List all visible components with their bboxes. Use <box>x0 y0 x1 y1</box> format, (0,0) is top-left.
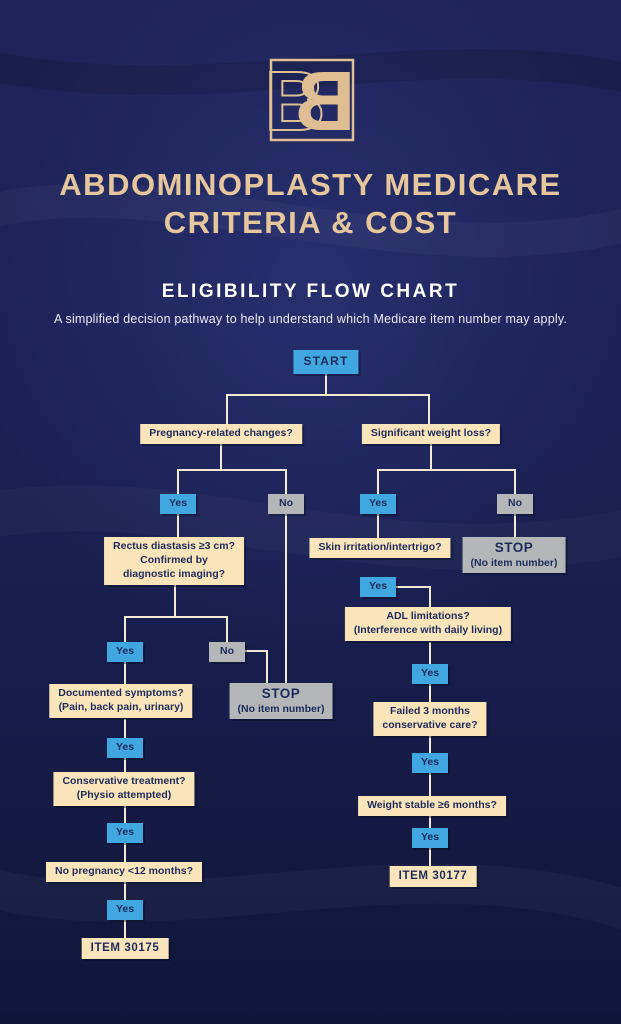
question-weight-loss: Significant weight loss? <box>361 424 501 444</box>
connector-line <box>266 650 268 683</box>
question-pregnancy-changes: Pregnancy-related changes? <box>140 424 302 444</box>
connector-line <box>429 586 431 607</box>
label-no-weight-loss: No <box>497 494 533 514</box>
label-no-rectus: No <box>209 642 245 662</box>
label-yes-failed-care: Yes <box>412 753 448 773</box>
connector-line <box>124 842 126 862</box>
stop-subtitle: (No item number) <box>237 702 325 715</box>
label-yes-rectus: Yes <box>107 642 143 662</box>
connector-line <box>514 513 516 537</box>
connector-line <box>429 683 431 702</box>
connector-line <box>377 513 379 538</box>
label-yes-weight-stable: Yes <box>412 828 448 848</box>
section-description: A simplified decision pathway to help un… <box>53 312 568 326</box>
connector-line <box>325 370 327 395</box>
svg-text:B: B <box>295 54 356 146</box>
question-conservative-treatment: Conservative treatment? (Physio attempte… <box>53 772 195 806</box>
page-title: ABDOMINOPLASTY MEDICARE CRITERIA & COST <box>0 166 621 242</box>
connector-line <box>377 469 379 494</box>
connector-line <box>226 394 430 396</box>
connector-line <box>124 805 126 823</box>
question-documented-symptoms: Documented symptoms? (Pain, back pain, u… <box>49 684 193 718</box>
svg-text:B: B <box>265 54 326 146</box>
connector-line <box>244 650 268 652</box>
page-title-line1: ABDOMINOPLASTY MEDICARE <box>59 167 562 202</box>
connector-line <box>429 642 431 664</box>
label-yes-symptoms: Yes <box>107 738 143 758</box>
label-yes-conservative: Yes <box>107 823 143 843</box>
start-node: START <box>293 350 359 374</box>
clinic-logo-bb-monogram-icon: B B <box>259 53 363 149</box>
connector-line <box>177 469 179 494</box>
connector-line <box>429 847 431 866</box>
label-yes-weight-loss: Yes <box>360 494 396 514</box>
connector-line <box>220 442 222 470</box>
stop-node-left: STOP (No item number) <box>229 683 333 719</box>
label-yes-pregnancy: Yes <box>160 494 196 514</box>
question-adl-limitations: ADL limitations? (Interference with dail… <box>344 607 512 641</box>
connector-line <box>226 616 228 642</box>
question-failed-conservative-care: Failed 3 months conservative care? <box>373 702 487 736</box>
label-yes-skin: Yes <box>360 577 396 597</box>
outcome-item-30175: ITEM 30175 <box>81 938 169 960</box>
connector-line <box>429 814 431 828</box>
connector-line <box>430 442 432 470</box>
page-title-line2: CRITERIA & COST <box>163 204 458 240</box>
connector-line <box>377 469 516 471</box>
connector-line <box>177 513 179 537</box>
connector-line <box>226 394 228 424</box>
connector-line <box>428 394 430 424</box>
question-weight-stable: Weight stable ≥6 months? <box>358 796 506 816</box>
label-no-pregnancy: No <box>268 494 304 514</box>
connector-line <box>395 586 431 588</box>
question-skin-irritation: Skin irritation/intertrigo? <box>309 538 451 558</box>
connector-line <box>124 616 226 618</box>
outcome-item-30177: ITEM 30177 <box>389 866 477 888</box>
stop-node-right: STOP (No item number) <box>462 537 566 573</box>
connector-line <box>124 919 126 938</box>
section-subtitle: ELIGIBILITY FLOW CHART <box>161 281 460 302</box>
connector-line <box>429 733 431 753</box>
connector-line <box>514 469 516 494</box>
connector-line <box>124 881 126 900</box>
label-yes-adl: Yes <box>412 664 448 684</box>
connector-line <box>124 616 126 642</box>
connector-line <box>285 513 287 683</box>
label-yes-no-pregnancy: Yes <box>107 900 143 920</box>
connector-line <box>124 757 126 772</box>
connector-line <box>174 583 176 617</box>
stop-title: STOP <box>494 540 534 555</box>
connector-line <box>177 469 287 471</box>
question-no-pregnancy-12-months: No pregnancy <12 months? <box>46 862 202 882</box>
stop-subtitle: (No item number) <box>470 556 558 569</box>
connector-line <box>124 719 126 738</box>
stop-title: STOP <box>261 686 301 701</box>
connector-line <box>285 469 287 494</box>
connector-line <box>429 772 431 796</box>
question-rectus-diastasis: Rectus diastasis ≥3 cm? Confirmed by dia… <box>104 537 244 585</box>
connector-line <box>124 661 126 684</box>
